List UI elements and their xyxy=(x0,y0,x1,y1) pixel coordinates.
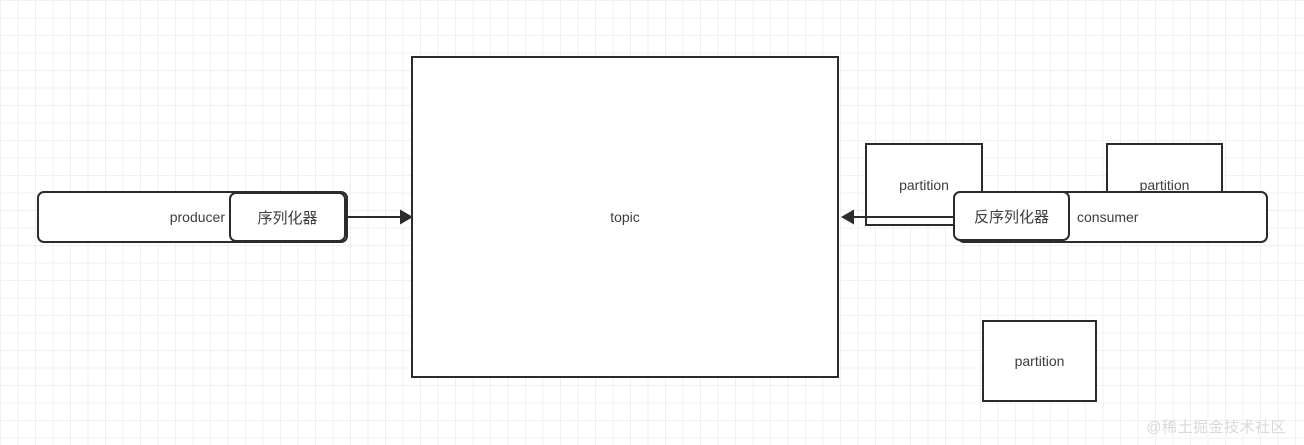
watermark: @稀土掘金技术社区 xyxy=(1146,419,1286,436)
producer-label: producer xyxy=(169,209,225,225)
consumer-label: consumer xyxy=(1077,209,1139,225)
partition-label: partition xyxy=(1139,176,1190,193)
partition-box-3[interactable]: partition xyxy=(982,320,1097,402)
arrow-producer-to-topic-icon xyxy=(346,209,413,225)
partition-label: partition xyxy=(1014,353,1065,369)
arrow-consumer-to-topic-icon xyxy=(841,209,953,225)
serializer-label: 序列化器 xyxy=(257,209,318,227)
deserializer-box[interactable]: 反序列化器 xyxy=(953,191,1070,241)
partition-box-1[interactable]: partition xyxy=(865,143,983,226)
serializer-box[interactable]: 序列化器 xyxy=(229,192,346,242)
partition-label: partition xyxy=(899,176,949,193)
topic-box[interactable]: topic partition partition partition xyxy=(411,56,1223,402)
deserializer-label: 反序列化器 xyxy=(973,208,1049,226)
topic-label: topic xyxy=(610,209,640,225)
